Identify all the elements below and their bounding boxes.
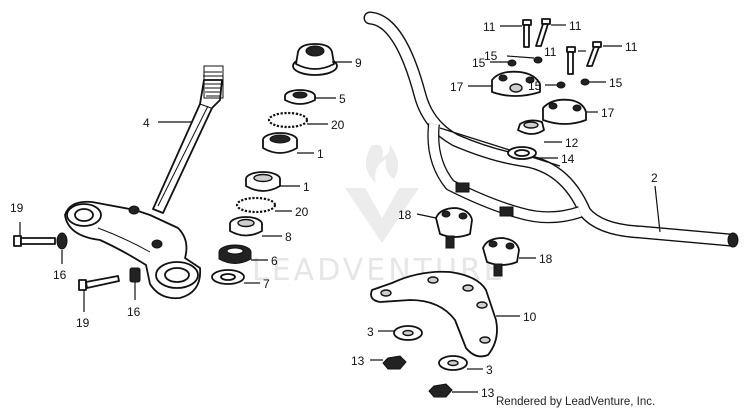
bolt-19b (78, 275, 120, 291)
callout-18: 18 (398, 208, 412, 222)
washer-7 (211, 269, 245, 285)
bolt-11d (586, 41, 602, 67)
nut-16b (129, 267, 141, 283)
washer-15a (507, 59, 517, 67)
nut-13b (428, 383, 453, 398)
bolt-11b (535, 18, 551, 47)
balls-20b (235, 196, 277, 214)
race-8 (229, 216, 263, 237)
callout-16: 16 (53, 268, 67, 282)
callout-11: 11 (569, 19, 582, 33)
washer-14 (507, 146, 537, 160)
callout-13: 13 (351, 354, 365, 368)
holder-17a (491, 70, 541, 97)
washer-15d (580, 78, 590, 86)
washer-3a (393, 325, 423, 341)
washer-15b (533, 56, 543, 64)
race-1a (262, 132, 298, 154)
washer-3b (438, 355, 468, 371)
nut-16a (56, 232, 68, 250)
steering-stem (152, 65, 224, 214)
callout-20: 20 (295, 205, 309, 219)
stem-nut-9 (292, 43, 338, 76)
callout-15: 15 (484, 49, 498, 63)
callout-9: 9 (355, 56, 362, 70)
callout-11: 11 (625, 40, 638, 54)
bottom-bridge (64, 200, 202, 300)
callout-17: 17 (601, 106, 615, 120)
washer-15c (556, 81, 566, 89)
callout-14: 14 (561, 152, 575, 166)
callout-3: 3 (486, 363, 493, 377)
callout-1: 1 (303, 180, 310, 194)
callout-15: 15 (609, 76, 623, 90)
callout-1: 1 (317, 147, 324, 161)
holder-18b (482, 237, 520, 277)
callout-19: 19 (10, 201, 24, 215)
callout-labels: 4 9 5 20 1 1 20 8 6 7 19 16 19 16 11 11 … (10, 19, 658, 400)
callout-17: 17 (450, 80, 464, 94)
callout-16: 16 (127, 305, 141, 319)
callout-11: 11 (544, 45, 557, 59)
callout-8: 8 (285, 230, 292, 244)
callout-10: 10 (523, 310, 537, 324)
holder-18a (435, 207, 473, 249)
nut-12 (517, 119, 545, 135)
callout-13: 13 (481, 386, 495, 400)
balls-20a (267, 111, 309, 129)
handlebar (363, 11, 739, 248)
callout-2: 2 (651, 171, 658, 185)
callout-15: 15 (528, 79, 542, 93)
bolt-11a (522, 19, 532, 48)
callout-6: 6 (271, 254, 278, 268)
callout-20: 20 (331, 118, 345, 132)
race-5 (284, 89, 316, 105)
bracket-10 (370, 270, 498, 358)
bolt-11c (566, 46, 576, 75)
callout-4: 4 (143, 116, 150, 130)
race-1b (245, 171, 281, 192)
leader-lines (19, 24, 661, 393)
watermark: LEADVENTURE (252, 144, 503, 288)
callout-3: 3 (367, 325, 374, 339)
holder-17b (542, 98, 587, 125)
callout-7: 7 (263, 277, 270, 291)
bolt-19a (13, 235, 56, 247)
callout-19: 19 (76, 316, 90, 330)
nut-13a (382, 355, 407, 370)
callout-11: 11 (483, 20, 496, 34)
callout-15: 15 (472, 56, 486, 70)
callout-12: 12 (565, 136, 579, 150)
callout-5: 5 (339, 92, 346, 106)
callout-18: 18 (539, 252, 553, 266)
seal-6 (218, 244, 252, 264)
credit-text: Rendered by LeadVenture, Inc. (496, 396, 655, 408)
